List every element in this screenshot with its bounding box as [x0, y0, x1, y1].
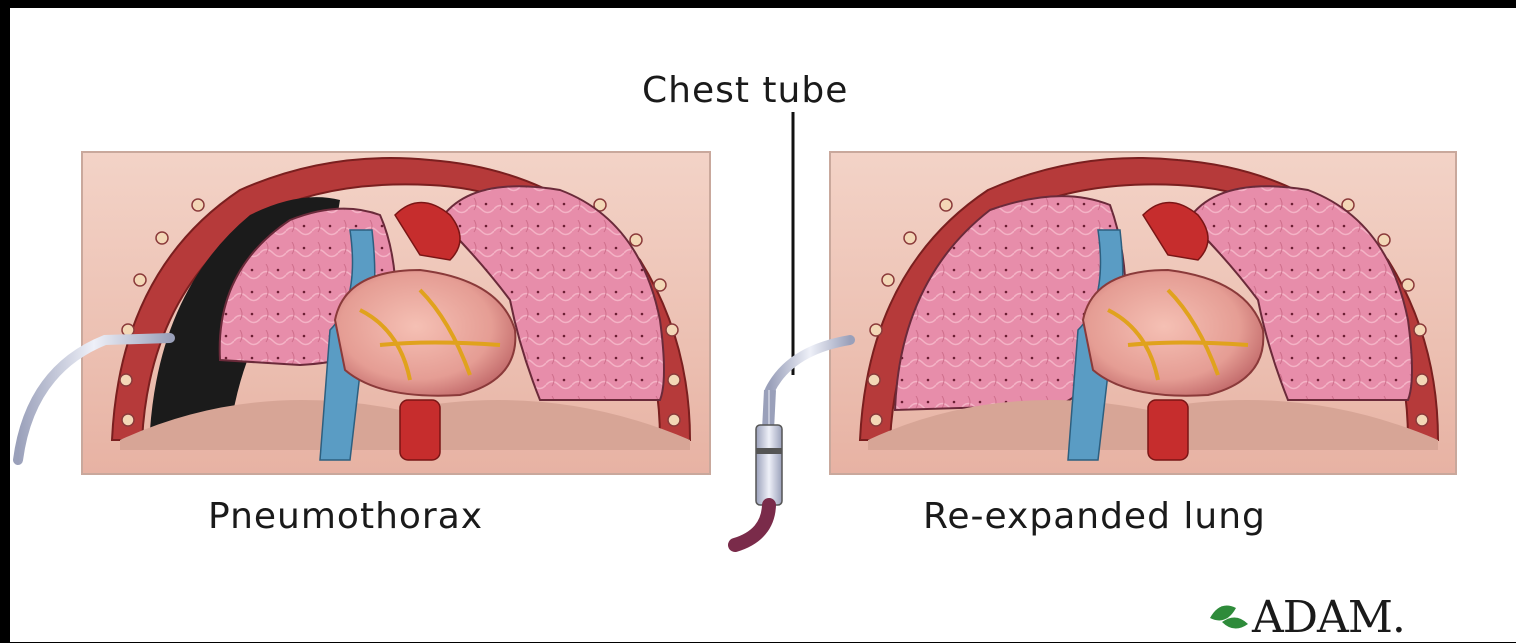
adam-logo: ADAM. [1218, 596, 1405, 640]
re-expanded-lung-panel [830, 152, 1456, 474]
re-expanded-lung-caption: Re-expanded lung [923, 496, 1266, 537]
logo-text: ADAM. [1252, 596, 1405, 640]
pneumothorax-caption: Pneumothorax [208, 496, 483, 537]
tube-connector [756, 425, 782, 505]
pneumothorax-panel [18, 152, 710, 474]
chest-tube-label: Chest tube [642, 70, 848, 111]
